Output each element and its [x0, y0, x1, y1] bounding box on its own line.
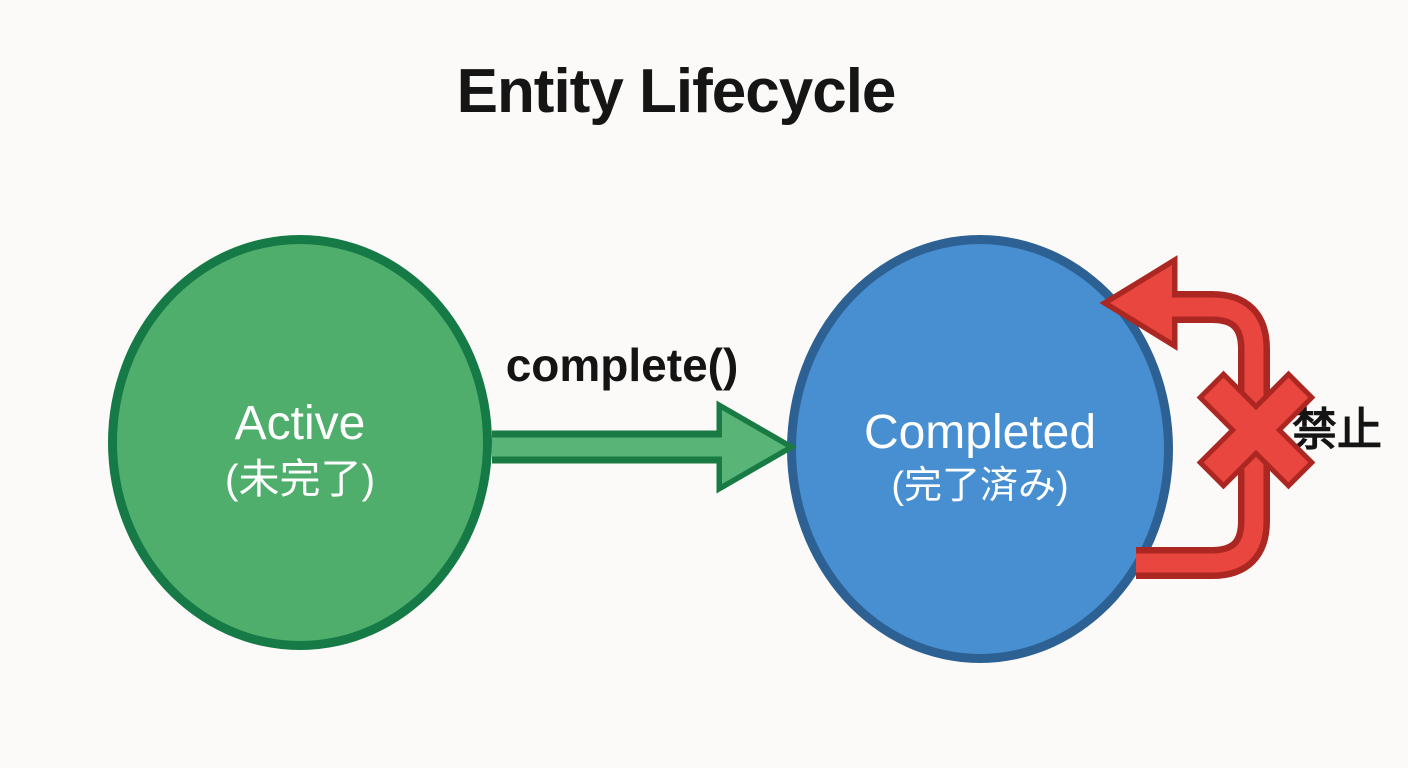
forbidden-transition-label: 禁止 [1292, 404, 1383, 455]
state-completed: Completed (完了済み) [787, 235, 1173, 663]
state-completed-label: Completed [863, 405, 1097, 459]
state-completed-sublabel: (完了済み) [891, 464, 1069, 507]
transition-complete-label: complete() [505, 339, 739, 391]
state-active-sublabel: (未完了) [224, 456, 376, 503]
page-title: Entity Lifecycle [456, 57, 897, 126]
complete-arrow-head [716, 400, 797, 494]
state-active-label: Active [234, 397, 366, 451]
complete-transition-arrow [492, 400, 797, 494]
state-active: Active (未完了) [108, 235, 492, 650]
